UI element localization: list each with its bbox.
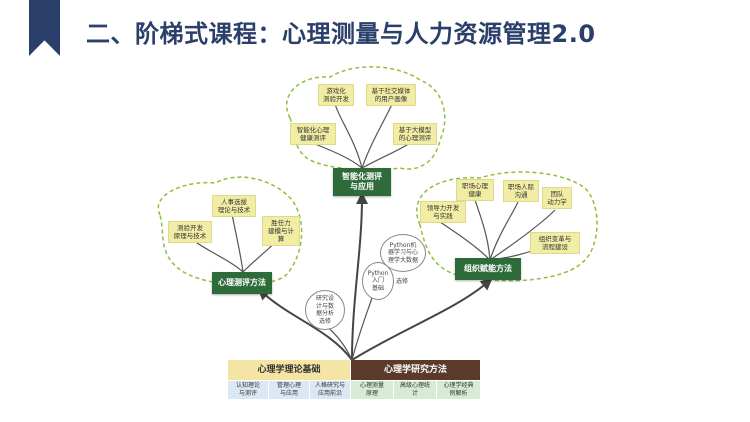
hub-org-empowerment: 组织赋能方法 [455, 258, 521, 280]
branch-top-1 [314, 143, 363, 169]
elective-research-design: 研究设 计与数 据分析选修 [305, 290, 345, 330]
branch-trunk-right [351, 278, 493, 361]
foundation-theory-item: 管理心理 与应用 [269, 381, 309, 399]
branch-top-3 [361, 103, 393, 169]
leaf-top-4: 基于大模型 的心理测评 [393, 123, 437, 145]
leaf-right-1: 领导力开发 与实践 [420, 201, 466, 223]
leaf-right-3: 职场人际 沟通 [503, 180, 539, 202]
foundation-methods-item: 高级心理统 计 [394, 381, 436, 399]
foundation-theory-item: 认知理论 与测评 [228, 381, 268, 399]
cloud-region-top [285, 66, 446, 171]
leaf-right-2: 职场心理 健康 [456, 179, 494, 201]
leaf-left-1: 测验开发 原理与技术 [168, 221, 212, 243]
page-title: 二、阶梯式课程：心理测量与人力资源管理2.0 [86, 20, 596, 48]
foundation-methods-item: 心理学经典 例解析 [437, 381, 480, 399]
foundation-theory-title: 心理学理论基础 [228, 360, 350, 380]
hub-psych-assessment: 心理测评方法 [212, 272, 272, 294]
leaf-top-2: 游戏化 测验开发 [318, 84, 354, 106]
leaf-top-1: 智能化心理 健康测评 [290, 123, 336, 145]
branch-trunk-left [257, 287, 353, 361]
branch-right-3 [489, 201, 519, 261]
leaf-right-5: 组织变革与 流程建设 [530, 232, 580, 254]
elective-python-ml: Python机 器学习与心 理学大数据 [380, 234, 426, 272]
branch-right-1 [439, 221, 491, 261]
leaf-top-3: 基于社交媒体 的用户画像 [366, 84, 416, 106]
branch-top-4 [361, 142, 411, 169]
foundation-methods-title: 心理学研究方法 [351, 360, 480, 380]
branch-trunk-top [351, 192, 368, 361]
branch-left-1 [189, 237, 244, 273]
branch-right-2 [474, 199, 491, 261]
leaf-left-3: 胜任力 建模与计算 [262, 216, 300, 246]
hub-intelligent-assessment: 智能化测评 与应用 [333, 168, 391, 196]
branch-elective-2 [351, 297, 373, 361]
branch-right-4 [489, 209, 556, 261]
branch-left-2 [231, 213, 244, 273]
cloud-region-left [157, 176, 303, 286]
branch-top-2 [334, 103, 363, 169]
foundation-methods-item: 心理测量 原理 [351, 381, 393, 399]
leaf-right-4: 团队 动力学 [542, 187, 572, 209]
leaf-left-2: 人事选拔 理论与技术 [212, 195, 256, 217]
foundation-theory-item: 人格研究与 应用前沿 [310, 381, 350, 399]
elective-python-basics-tag: 选修 [396, 278, 409, 285]
